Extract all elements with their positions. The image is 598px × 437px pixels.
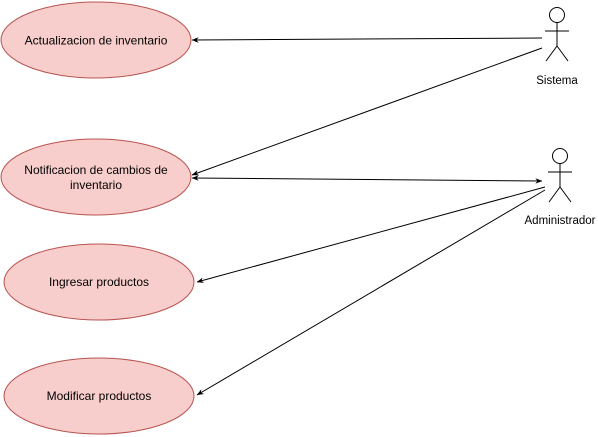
association-sistema-actualizacion[interactable] (191, 37, 543, 43)
stick-figure-icon (545, 7, 569, 62)
use-case-ellipse (0, 1, 192, 79)
actor-sistema[interactable]: Sistema (536, 7, 578, 88)
use-case-ellipse (3, 243, 195, 321)
use-case-actualizacion-inventario[interactable]: Actualizacion de inventario (0, 1, 192, 79)
associations (191, 37, 546, 396)
use-case-ingresar-productos[interactable]: Ingresar productos (3, 243, 195, 321)
use-case-label: Actualizacion de inventario (25, 34, 168, 48)
use-case-label-line-2: inventario (70, 178, 122, 192)
actor-administrador[interactable]: Administrador (525, 148, 596, 228)
use-case-label-line-1: Notificacion de cambios de (24, 163, 168, 177)
actor-label: Sistema (536, 75, 578, 87)
use-case-label: Modificar productos (47, 389, 152, 403)
use-case-ellipse (0, 138, 192, 216)
stick-figure-icon (548, 148, 572, 203)
use-case-label: Ingresar productos (49, 275, 149, 289)
association-sistema-notificacion[interactable] (191, 47, 543, 176)
use-case-modificar-productos[interactable]: Modificar productos (3, 357, 195, 435)
association-administrador-ingresar[interactable] (196, 186, 546, 283)
use-case-notificacion-cambios[interactable]: Notificacion de cambios de inventario (0, 138, 192, 216)
association-administrador-modificar[interactable] (196, 189, 546, 396)
actor-label: Administrador (525, 215, 596, 227)
association-administrador-notificacion[interactable] (191, 175, 543, 184)
use-case-ellipse (3, 357, 195, 435)
